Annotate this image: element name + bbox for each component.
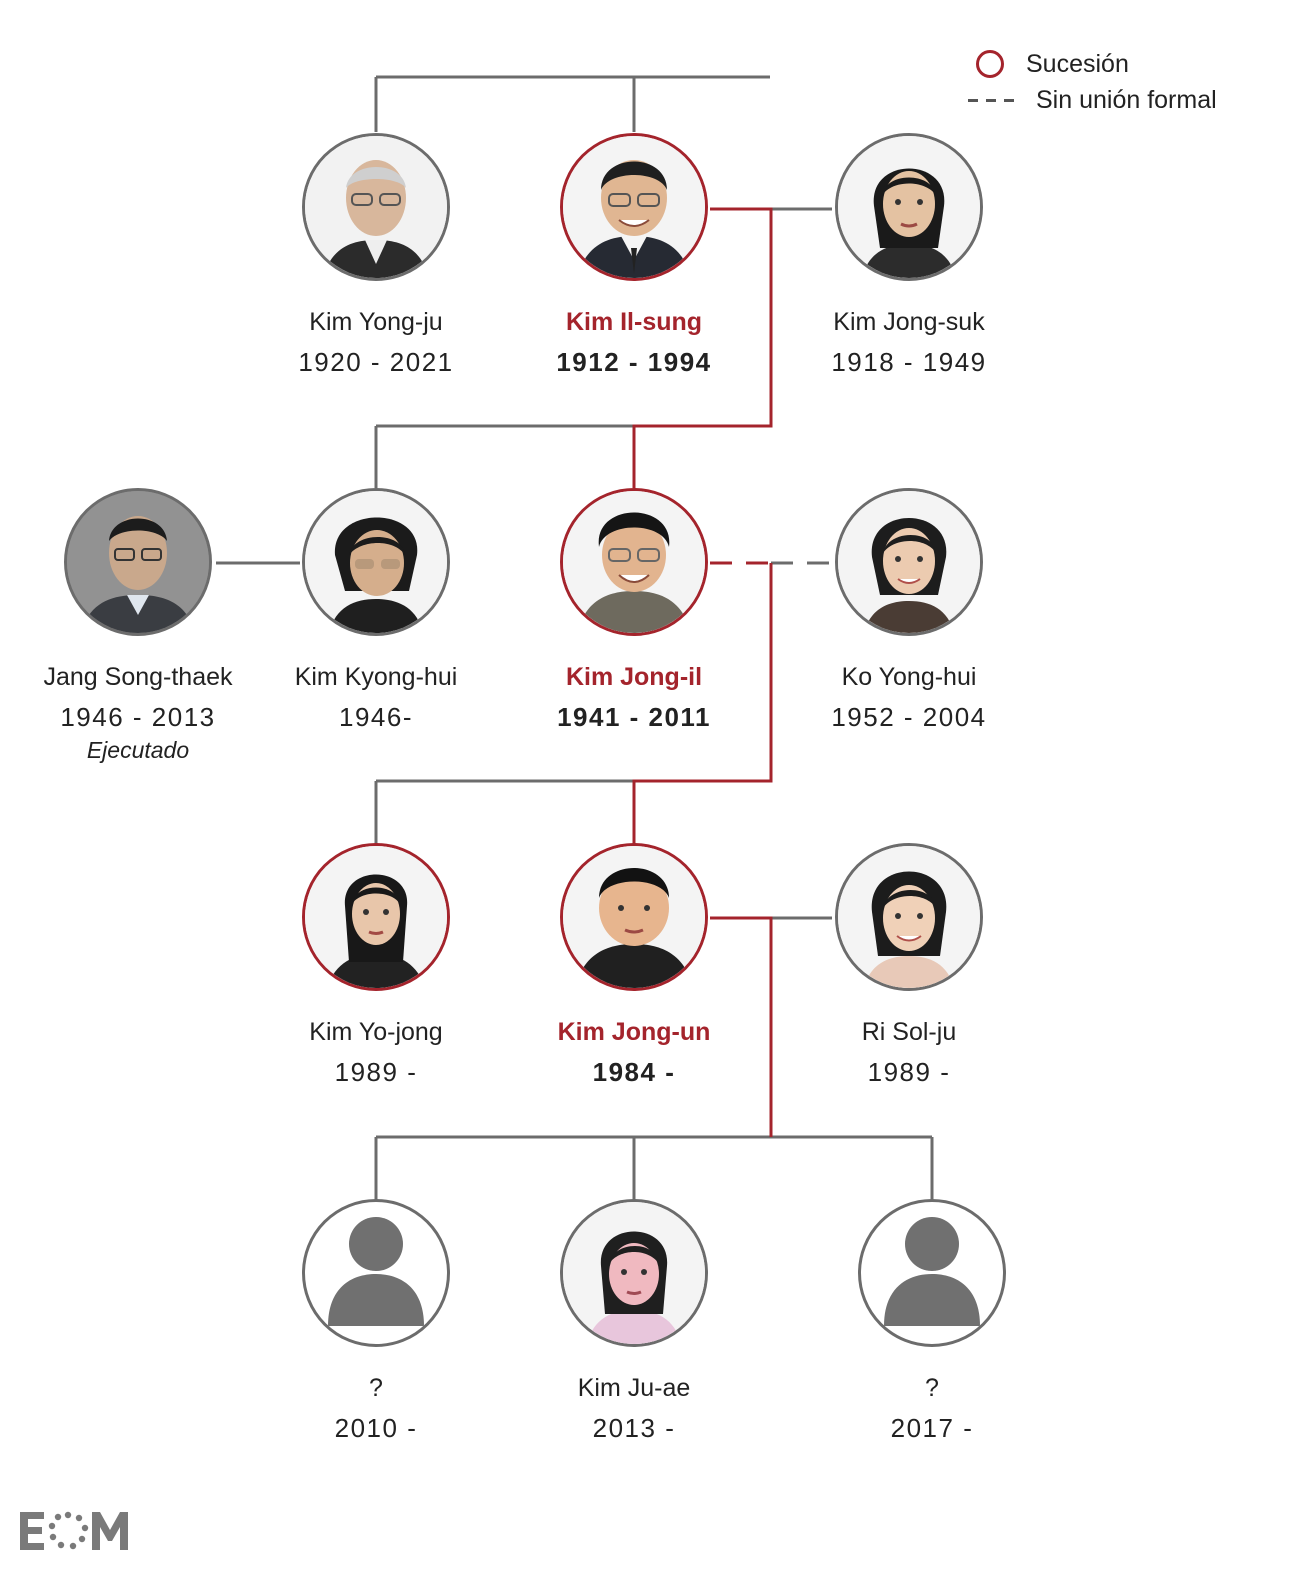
portrait-photo-icon <box>560 133 708 281</box>
succession-ring-icon <box>976 50 1004 78</box>
line-succ-gen2 <box>632 563 773 844</box>
person-child-1: ? 2010 - <box>216 1199 536 1443</box>
person-name: Kim Jong-il <box>565 663 703 691</box>
person-years: 1984 - <box>592 1057 676 1087</box>
eom-logo <box>20 1511 128 1550</box>
portrait-photo-icon <box>64 488 212 636</box>
person-kim-kyong-hui: Kim Kyong-hui 1946- <box>216 488 536 732</box>
person-years: 2010 - <box>334 1413 418 1443</box>
person-child-3: ? 2017 - <box>772 1199 1092 1443</box>
person-ko-yong-hui: Ko Yong-hui 1952 - 2004 <box>749 488 1069 732</box>
portrait-photo-icon <box>560 488 708 636</box>
person-years: 1941 - 2011 <box>557 702 711 732</box>
portrait-photo-icon <box>560 843 708 991</box>
portrait-photo-icon <box>302 843 450 991</box>
person-years: 1989 - <box>334 1057 418 1087</box>
portrait-placeholder-user-icon <box>858 1199 1006 1347</box>
line-succ-gen1 <box>632 207 773 488</box>
portrait-photo-icon <box>302 133 450 281</box>
portrait-photo-icon <box>835 488 983 636</box>
line-succ-gen3 <box>710 916 773 1137</box>
person-name: Kim Yong-ju <box>309 308 443 336</box>
legend-succession-label: Sucesión <box>1026 49 1129 78</box>
person-name: Ri Sol-ju <box>861 1018 957 1046</box>
person-years: 1918 - 1949 <box>831 347 987 377</box>
person-years: 1920 - 2021 <box>298 347 454 377</box>
legend: Sucesión Sin unión formal <box>968 46 1217 118</box>
person-name: Kim Yo-jong <box>309 1018 443 1046</box>
legend-succession: Sucesión <box>968 46 1217 82</box>
person-years: 1946- <box>339 702 413 732</box>
legend-informal-label: Sin unión formal <box>1036 85 1217 114</box>
person-name: Kim Kyong-hui <box>294 663 458 691</box>
person-name: ? <box>369 1374 383 1402</box>
person-ri-sol-ju: Ri Sol-ju 1989 - <box>749 843 1069 1087</box>
person-kim-yo-jong: Kim Yo-jong 1989 - <box>216 843 536 1087</box>
person-name: Kim Il-sung <box>565 308 703 336</box>
person-years: 1952 - 2004 <box>831 702 987 732</box>
person-name: Jang Song-thaek <box>43 663 233 691</box>
legend-informal: Sin unión formal <box>968 82 1217 118</box>
person-kim-jong-il: Kim Jong-il 1941 - 2011 <box>474 488 794 732</box>
person-years: 2013 - <box>592 1413 676 1443</box>
person-name: Ko Yong-hui <box>841 663 977 691</box>
person-name: Kim Ju-ae <box>577 1374 691 1402</box>
portrait-photo-icon <box>835 843 983 991</box>
person-name: Kim Jong-suk <box>833 308 985 336</box>
person-kim-ju-ae: Kim Ju-ae 2013 - <box>474 1199 794 1443</box>
person-note: Ejecutado <box>86 737 190 763</box>
portrait-photo-icon <box>835 133 983 281</box>
person-jang-song-thaek: Jang Song-thaek 1946 - 2013 Ejecutado <box>0 488 298 764</box>
person-kim-jong-suk: Kim Jong-suk 1918 - 1949 <box>749 133 1069 377</box>
person-years: 2017 - <box>890 1413 974 1443</box>
portrait-photo-icon <box>560 1199 708 1347</box>
person-kim-yong-ju: Kim Yong-ju 1920 - 2021 <box>216 133 536 377</box>
portrait-placeholder-user-icon <box>302 1199 450 1347</box>
person-years: 1912 - 1994 <box>556 347 712 377</box>
portrait-photo-icon <box>302 488 450 636</box>
person-name: Kim Jong-un <box>557 1018 711 1046</box>
person-name: ? <box>925 1374 939 1402</box>
person-kim-il-sung: Kim Il-sung 1912 - 1994 <box>474 133 794 377</box>
dashed-line-icon <box>968 98 1018 102</box>
person-kim-jong-un: Kim Jong-un 1984 - <box>474 843 794 1087</box>
person-years: 1989 - <box>867 1057 951 1087</box>
person-years: 1946 - 2013 <box>60 702 216 732</box>
